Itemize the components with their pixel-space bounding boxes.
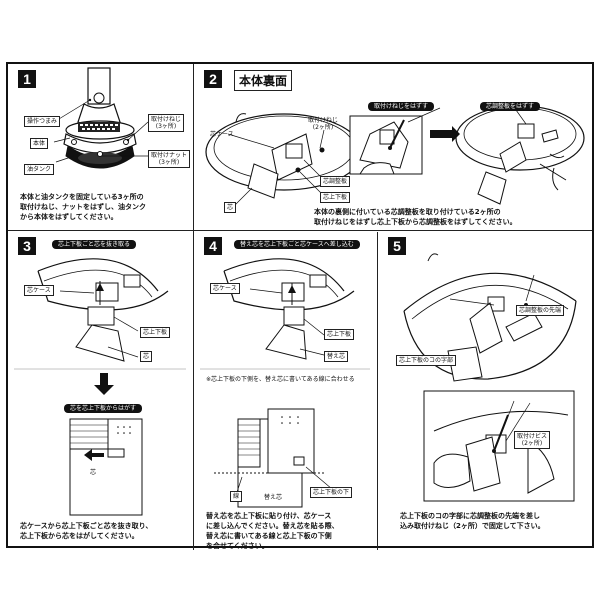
step-1-label-tank: 油タンク: [24, 164, 55, 175]
step-2-number: 2: [204, 70, 222, 88]
step-3-illustration: [14, 258, 186, 516]
step-1-caption-line: 取付けねじ、ナットをはずし、油タンク: [20, 203, 146, 211]
step-5-label-lift-slot: 芯上下板のコの字部: [396, 355, 457, 366]
step-3-caption-line: 芯ケースから芯上下板ごと芯を抜き取り、: [20, 522, 153, 530]
step-3-band-pull-out: 芯上下板ごと芯を抜き取る: [52, 240, 137, 249]
step-1-label-screw: 取付けねじ (3ヶ所): [148, 114, 185, 132]
step-4-label-wick-case: 芯ケース: [210, 283, 240, 294]
step-4-label-lift-plate: 芯上下板: [324, 329, 355, 340]
step-5-label-screw: 取付けビス (2ヶ所): [514, 431, 551, 449]
step-3-label-wick-case: 芯ケース: [24, 285, 54, 296]
step-1-panel: 1: [8, 64, 193, 230]
step-1-label-body: 本体: [30, 138, 49, 149]
step-1-label-screw-count: (3ヶ所): [155, 123, 177, 130]
step-2-caption: 本体の裏側に付いている芯調整板を取り付けている2ヶ所の 取付けねじをはずし芯上下…: [314, 207, 590, 227]
step-1-caption-line: から本体をはずしてください。: [20, 213, 118, 221]
step-2-band-remove-screw: 取付けねじをはずす: [368, 102, 435, 111]
step-1-label-screw-text: 取付けねじ: [151, 116, 182, 123]
step-2-label-screw-text: 取付けねじ: [308, 117, 339, 124]
step-2-caption-line: 本体の裏側に付いている芯調整板を取り付けている2ヶ所の: [314, 208, 501, 216]
step-2-underside-illustration: [205, 105, 585, 207]
step-2-label-wick-case: 芯ケース: [210, 131, 234, 138]
step-4-caption-line: 替え芯に書いてある線と芯上下板の下側: [206, 532, 332, 540]
step-3-label-wick: 芯: [140, 351, 153, 362]
step-1-number: 1: [18, 70, 36, 88]
step-4-note: ※芯上下板の下側を、替え芯に書いてある線に合わせる: [206, 376, 355, 383]
step-1-label-nut-text: 取付けナット: [151, 152, 188, 159]
step-3-number: 3: [18, 237, 36, 255]
step-1-caption: 本体と油タンクを固定している3ヶ所の 取付けねじ、ナットをはずし、油タンク から…: [20, 192, 188, 222]
step-4-number: 4: [204, 237, 222, 255]
step-1-caption-line: 本体と油タンクを固定している3ヶ所の: [20, 193, 144, 201]
divider-h1: [8, 230, 592, 231]
step-1-label-nut: 取付けナット (3ヶ所): [148, 150, 191, 168]
step-2-label-screw-count: (2ヶ所): [312, 124, 334, 131]
step-2-band-remove-adjuster: 芯調整板をはずす: [480, 102, 541, 111]
step-3-label-wick-sheet: 芯: [90, 469, 97, 476]
step-2-caption-line: 取付けねじをはずし芯上下板から芯調整板をはずしてください。: [314, 218, 517, 226]
step-3-panel: 3 芯上下板ごと芯を抜き取る: [8, 231, 193, 549]
step-2-label-screw: 取付けねじ (2ヶ所): [306, 116, 340, 132]
step-5-label-screw-count: (2ヶ所): [521, 440, 543, 447]
step-4-caption-line: 替え芯を芯上下板に貼り付け、芯ケース: [206, 512, 332, 520]
step-4-label-lift-bottom: 芯上下板の下: [310, 487, 353, 498]
step-4-caption-line: を合せてください。: [206, 542, 269, 549]
instruction-sheet: 1: [6, 62, 594, 550]
step-2-label-adjuster: 芯調整板: [320, 176, 351, 187]
step-4-label-new-wick: 替え芯: [324, 351, 349, 362]
step-4-illustration: [200, 258, 370, 508]
step-5-caption-line: 芯上下板のコの字部に芯調整板の先端を差し: [400, 512, 540, 520]
step-1-label-nut-count: (3ヶ所): [158, 159, 180, 166]
step-4-caption: 替え芯を芯上下板に貼り付け、芯ケース に差し込んでください。替え芯を貼る際、 替…: [206, 511, 376, 549]
step-5-number: 5: [388, 237, 406, 255]
step-2-panel: 2 本体裏面: [194, 64, 592, 230]
divider-v2: [377, 232, 378, 550]
step-3-caption-line: 芯上下板から芯をはがしてください。: [20, 532, 139, 540]
step-4-label-line: 線: [230, 491, 243, 502]
step-3-caption: 芯ケースから芯上下板ごと芯を抜き取り、 芯上下板から芯をはがしてください。: [20, 521, 190, 541]
step-1-heater-illustration: [53, 67, 149, 169]
step-5-caption: 芯上下板のコの字部に芯調整板の先端を差し 込み取付けねじ（2ヶ所）で固定して下さ…: [400, 511, 590, 531]
step-5-label-screw-text: 取付けビス: [517, 433, 548, 440]
step-5-caption-line: 込み取付けねじ（2ヶ所）で固定して下さい。: [400, 522, 545, 530]
step-5-label-adjuster-tip: 芯調整板の先端: [516, 305, 565, 316]
divider-v1: [193, 64, 194, 550]
step-2-title: 本体裏面: [234, 70, 293, 91]
step-5-panel: 5 芯調整板の先端 芯上下板のコの字部: [378, 231, 592, 549]
step-2-label-lift-plate: 芯上下板: [320, 192, 351, 203]
step-5-illustration: [403, 253, 577, 502]
step-3-label-lift-plate: 芯上下板: [140, 327, 171, 338]
step-2-label-wick: 芯: [224, 202, 237, 213]
step-4-caption-line: に差し込んでください。替え芯を貼る際、: [206, 522, 339, 530]
step-4-band-insert: 替え芯を芯上下板ごと芯ケースへ差し込む: [234, 240, 360, 249]
step-3-band-peel: 芯を芯上下板からはがす: [64, 404, 143, 413]
step-4-panel: 4 替え芯を芯上下板ごと芯ケースへ差し込む: [194, 231, 377, 549]
step-4-label-new-wick-sheet: 替え芯: [264, 494, 283, 501]
step-1-label-knob: 操作つまみ: [24, 116, 61, 127]
